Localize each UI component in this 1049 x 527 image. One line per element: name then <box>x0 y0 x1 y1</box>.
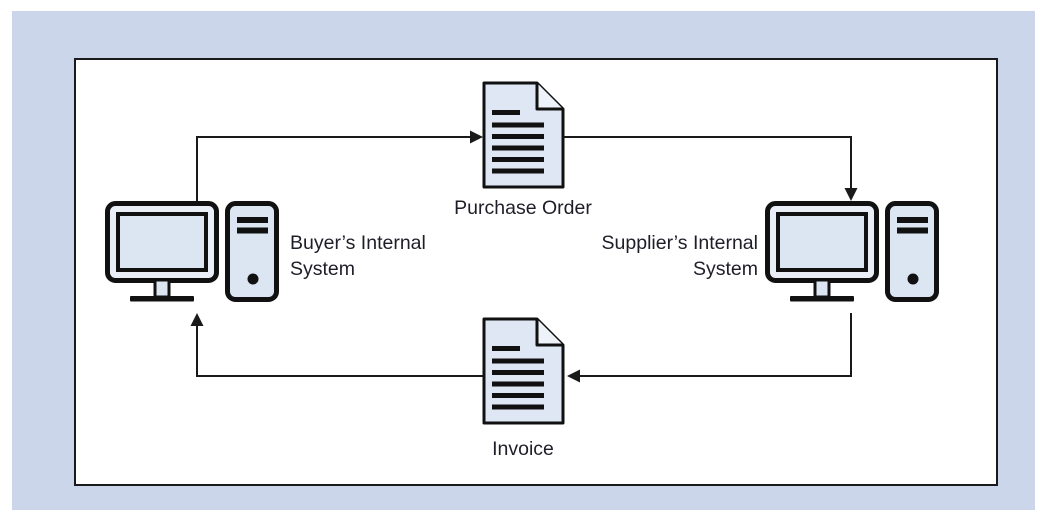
buyer-system-label: Buyer’s Internal System <box>290 230 426 282</box>
buyer-system-label-line1: Buyer’s Internal <box>290 232 426 254</box>
document-icon <box>482 81 565 189</box>
monitor-icon <box>105 201 219 302</box>
computer-tower-icon <box>885 201 939 302</box>
buyer-system-label-line2: System <box>290 258 356 280</box>
monitor-icon <box>765 201 879 302</box>
purchase-order-label: Purchase Order <box>454 197 592 219</box>
invoice-label: Invoice <box>492 438 554 460</box>
supplier-system-label-line2: System <box>692 258 758 280</box>
supplier-system-label-line1: Supplier’s Internal <box>601 232 758 254</box>
supplier-system-label: Supplier’s Internal System <box>538 230 758 282</box>
document-icon <box>482 317 565 425</box>
computer-tower-icon <box>225 201 279 302</box>
